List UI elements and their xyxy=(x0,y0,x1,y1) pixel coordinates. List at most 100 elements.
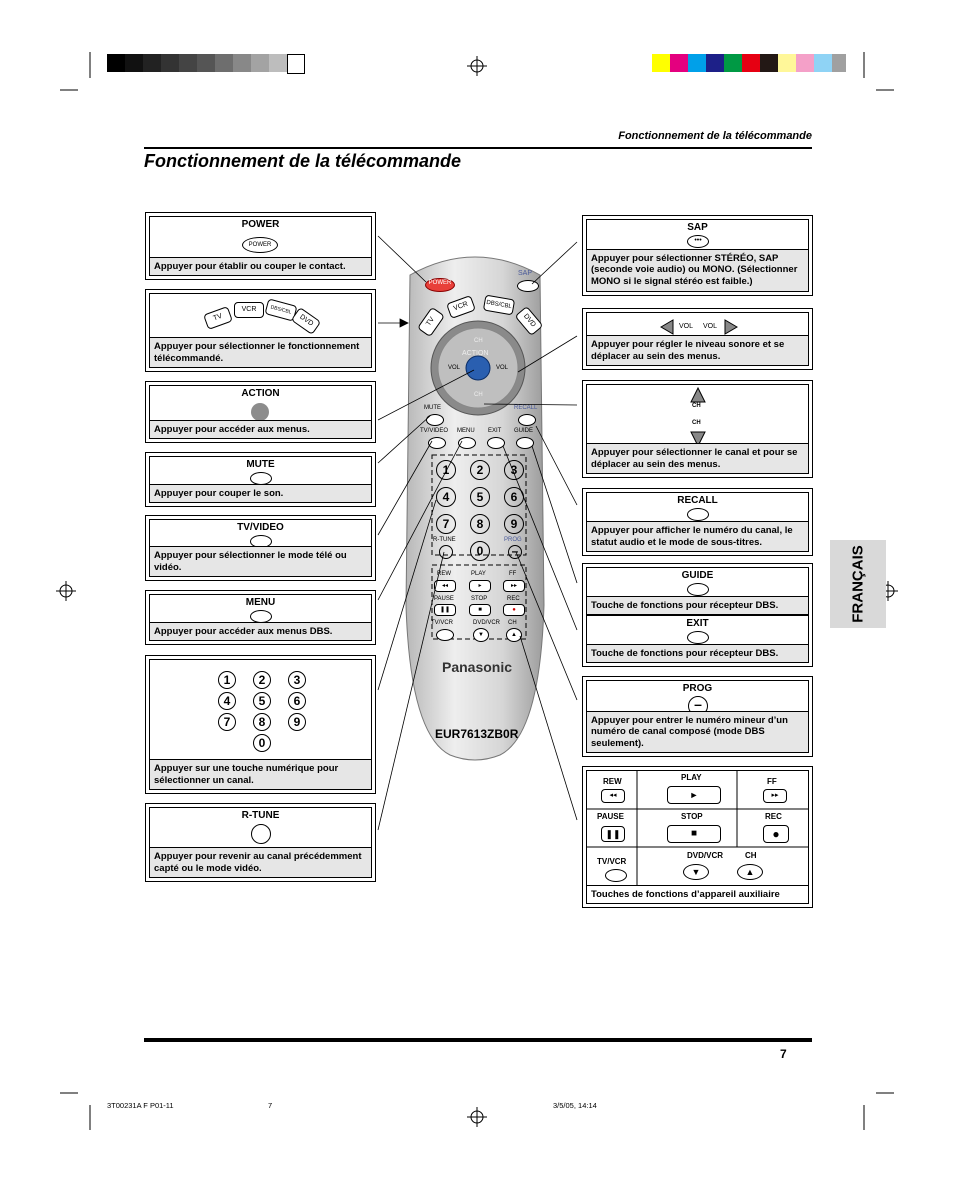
aux-ff-label: FF xyxy=(767,777,777,786)
remote-prog-label: PROG xyxy=(504,537,522,543)
power-box: POWER POWER Appuyer pour établir ou coup… xyxy=(145,212,376,280)
recall-box-desc: Appuyer pour afficher le numéro du canal… xyxy=(587,521,808,551)
tvvideo-box-desc: Appuyer pour sélectionner le mode télé o… xyxy=(150,546,371,576)
tvvideo-box-label: TV/VIDEO xyxy=(237,522,284,533)
remote-digit-0[interactable]: 0 xyxy=(470,541,490,561)
remote-tvvideo-button[interactable] xyxy=(428,437,446,449)
ch-box-desc: Appuyer pour sélectionner le canal et po… xyxy=(587,443,808,473)
recall-box: RECALL Appuyer pour afficher le numéro d… xyxy=(582,488,813,556)
remote-stop-button[interactable]: ■ xyxy=(469,604,491,616)
tv-mode-icon: TV xyxy=(203,306,233,330)
remote-exit-label: EXIT xyxy=(488,428,502,434)
section-header: Fonctionnement de la télécommande xyxy=(618,130,812,142)
remote-tvvcr-button[interactable] xyxy=(436,629,454,641)
digit-9-icon: 9 xyxy=(288,713,306,731)
ff-icon: ▸▸ xyxy=(763,789,787,803)
remote-digit-3[interactable]: 3 xyxy=(504,460,524,480)
vol-box-desc: Appuyer pour régler le niveau sonore et … xyxy=(587,335,808,365)
aux-ch-label: CH xyxy=(745,851,757,860)
vol-left-label: VOL xyxy=(679,323,694,330)
menu-box: MENU Appuyer pour accéder aux menus DBS. xyxy=(145,590,376,645)
remote-digit-8[interactable]: 8 xyxy=(470,514,490,534)
remote-exit-button[interactable] xyxy=(487,437,505,449)
aux-rew-label: REW xyxy=(603,777,622,786)
guide-box-desc: Touche de fonctions pour récepteur DBS. xyxy=(587,595,808,614)
remote-rtune-button[interactable] xyxy=(439,545,453,559)
guide-box-label: GUIDE xyxy=(681,570,714,581)
recall-box-label: RECALL xyxy=(677,495,718,506)
digit-2-icon: 2 xyxy=(253,671,271,689)
remote-guide-button[interactable] xyxy=(516,437,534,449)
page-title: Fonctionnement de la télécommande xyxy=(144,151,462,171)
digit-5-icon: 5 xyxy=(253,692,271,710)
digit-8-icon: 8 xyxy=(253,713,271,731)
action-button-icon xyxy=(251,403,269,421)
remote-pause-button[interactable]: ❚❚ xyxy=(434,604,456,616)
rew-icon: ◂◂ xyxy=(601,789,625,803)
print-code: 3T00231A F P01-11 xyxy=(107,1101,174,1110)
vol-right-label: VOL xyxy=(703,323,718,330)
header-rule xyxy=(144,147,812,149)
remote-rew-button[interactable]: ◂◂ xyxy=(434,580,456,592)
action-box-label: ACTION xyxy=(241,388,280,399)
footer-rule xyxy=(144,1038,812,1042)
sap-button-icon: ••• xyxy=(687,235,709,248)
remote-digit-7[interactable]: 7 xyxy=(436,514,456,534)
remote-ff-button[interactable]: ▸▸ xyxy=(503,580,525,592)
remote-digit-4[interactable]: 4 xyxy=(436,487,456,507)
language-tab: FRANÇAIS xyxy=(830,540,886,628)
aux-pause-label: PAUSE xyxy=(597,812,624,821)
exit-box-label: EXIT xyxy=(686,618,709,629)
tvvcr-icon xyxy=(605,869,627,882)
mute-box-desc: Appuyer pour couper le son. xyxy=(150,483,371,502)
remote-digit-1[interactable]: 1 xyxy=(436,460,456,480)
remote-ch-up-button[interactable]: ▲ xyxy=(506,628,522,642)
power-box-label: POWER xyxy=(241,219,280,230)
remote-digit-5[interactable]: 5 xyxy=(470,487,490,507)
ch-up-label: CH xyxy=(692,403,701,409)
remote-stop-label: STOP xyxy=(471,596,488,602)
remote-menu-label: MENU xyxy=(457,428,475,434)
rec-icon: ● xyxy=(763,825,789,843)
prog-box: PROG – Appuyer pour entrer le numéro min… xyxy=(582,676,813,757)
remote-prog-button[interactable]: – xyxy=(508,545,522,559)
page-number: 7 xyxy=(780,1047,787,1061)
guide-button-icon xyxy=(687,583,709,596)
digit-4-icon: 4 xyxy=(218,692,236,710)
remote-rec-button[interactable]: ● xyxy=(503,604,525,616)
rtune-box-desc: Appuyer pour revenir au canal précédemme… xyxy=(150,847,371,877)
aux-tvvcr-label: TV/VCR xyxy=(597,857,627,866)
digits-box-desc: Appuyer sur une touche numérique pour sé… xyxy=(150,759,371,789)
rtune-box-label: R-TUNE xyxy=(241,810,280,821)
play-icon: ► xyxy=(667,786,721,804)
remote-menu-button[interactable] xyxy=(458,437,476,449)
remote-ch-up-label: CH xyxy=(474,338,483,344)
prog-box-label: PROG xyxy=(682,683,713,694)
remote-digit-2[interactable]: 2 xyxy=(470,460,490,480)
remote-digit-9[interactable]: 9 xyxy=(504,514,524,534)
remote-ch-down-button[interactable]: ▼ xyxy=(473,628,489,642)
remote-mute-label: MUTE xyxy=(424,405,441,411)
remote-play-button[interactable]: ▸ xyxy=(469,580,491,592)
remote-power-button[interactable]: POWER xyxy=(425,278,455,292)
remote-sap-label: SAP xyxy=(518,270,533,277)
digit-6-icon: 6 xyxy=(288,692,306,710)
remote-vol-right-label: VOL xyxy=(496,365,509,371)
rtune-button-icon xyxy=(251,824,271,844)
remote-action-label: ACTION xyxy=(462,350,489,357)
remote-recall-button[interactable] xyxy=(518,414,536,426)
remote-tvvideo-label: TV/VIDEO xyxy=(420,428,449,434)
digit-7-icon: 7 xyxy=(218,713,236,731)
prog-box-desc: Appuyer pour entrer le numéro mineur d’u… xyxy=(587,710,808,752)
remote-ff-label: FF xyxy=(509,571,517,577)
remote-mute-button[interactable] xyxy=(426,414,444,426)
digits-box: 1 2 3 4 5 6 7 8 9 0 Appuyer sur une touc… xyxy=(145,655,376,794)
aux-rec-label: REC xyxy=(765,812,782,821)
vol-arrows-icon xyxy=(660,319,738,335)
remote-dvdvcr-label: DVD/VCR xyxy=(473,620,501,626)
vol-box: VOL VOL Appuyer pour régler le niveau so… xyxy=(582,308,813,370)
ch-box: CH CH Appuyer pour sélectionner le canal… xyxy=(582,380,813,478)
tvvideo-box: TV/VIDEO Appuyer pour sélectionner le mo… xyxy=(145,515,376,581)
sap-box-label: SAP xyxy=(687,222,708,233)
digit-3-icon: 3 xyxy=(288,671,306,689)
